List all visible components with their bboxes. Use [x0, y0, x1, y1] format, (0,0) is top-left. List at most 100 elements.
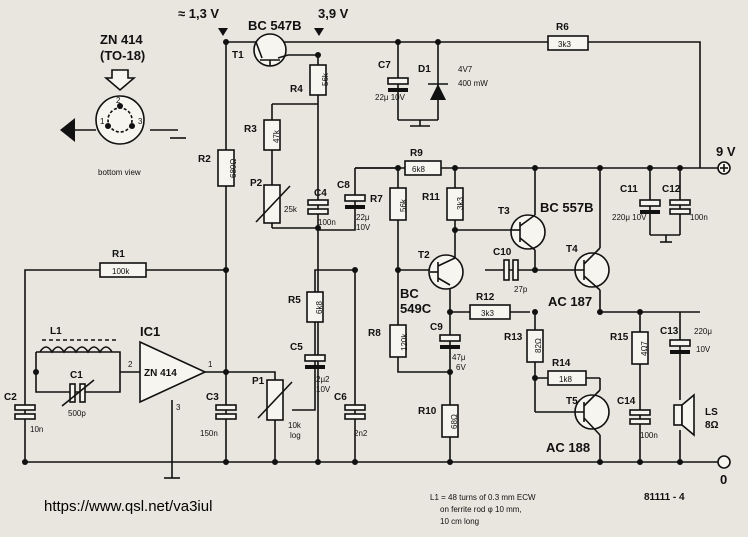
chip-name: ZN 414: [100, 32, 143, 47]
pin1-label: 1: [100, 117, 105, 126]
c5-label: C5: [290, 342, 303, 353]
d1-value: 4V7: [458, 65, 473, 74]
supply-voltage: 9 V: [716, 144, 736, 159]
r14-label: R14: [552, 358, 571, 369]
r4-label: R4: [290, 84, 303, 95]
junction-dots: [22, 39, 683, 465]
notes: L1 = 48 turns of 0.3 mm ECW on ferrite r…: [430, 492, 685, 526]
down-arrow-icon: [103, 69, 137, 92]
c2-label: C2: [4, 392, 17, 403]
chip-package: (TO-18): [100, 48, 145, 63]
c12-value: 100n: [690, 213, 708, 222]
r10-value: 68Ω: [450, 414, 459, 429]
zener-d1: D1 4V7 400 mW: [418, 64, 488, 100]
r3-value: 47k: [272, 129, 281, 143]
c14-label: C14: [617, 396, 636, 407]
coil-l1: L1: [39, 326, 116, 354]
r8-label: R8: [368, 328, 381, 339]
c1-value: 500p: [68, 409, 86, 418]
ic1-pin1: 1: [208, 360, 213, 369]
source-url: https://www.qsl.net/va3iul: [44, 498, 212, 515]
p2-value: 25k: [284, 205, 298, 214]
pin3-label: 3: [138, 117, 143, 126]
t2-type-2: 549C: [400, 301, 432, 316]
c14-value: 100n: [640, 431, 658, 440]
c4-value: 100n: [318, 218, 336, 227]
speaker-icon: [681, 393, 695, 437]
t3-type: BC 557B: [540, 200, 593, 215]
c3-label: C3: [206, 392, 219, 403]
c8-label: C8: [337, 180, 350, 191]
bottom-view-label: bottom view: [98, 168, 141, 177]
ground-symbols: [164, 120, 672, 479]
note-line-1: L1 = 48 turns of 0.3 mm ECW: [430, 493, 536, 502]
r12-label: R12: [476, 292, 495, 303]
r10-label: R10: [418, 406, 437, 417]
voltage-base: ≈ 1,3 V: [178, 6, 219, 21]
t5-type: AC 188: [546, 440, 590, 455]
t3-label: T3: [498, 206, 510, 217]
r11-label: R11: [422, 192, 440, 203]
ic1-pin3: 3: [176, 403, 181, 412]
voltage-emitter: 3,9 V: [318, 6, 349, 21]
c9-label: C9: [430, 322, 443, 333]
r6-value: 3k3: [558, 40, 571, 49]
ic1-label: IC1: [140, 324, 160, 339]
c8-voltage: 10V: [356, 223, 371, 232]
capacitors: C7 22μ 10V C4 100n C8 22μ 10V C2 10n C1 …: [4, 60, 712, 440]
c9-voltage: 6V: [456, 363, 466, 372]
transistor-t1: BC 547B T1: [232, 18, 301, 67]
c6-value: 2n2: [354, 429, 368, 438]
c8-value: 22μ: [356, 213, 370, 222]
p1-taper: log: [290, 431, 301, 440]
r15-value: 4Ω7: [640, 341, 649, 356]
r2-value: 680Ω: [229, 159, 238, 178]
r1-label: R1: [112, 249, 125, 260]
c12-label: C12: [662, 184, 681, 195]
t1-label: T1: [232, 50, 244, 61]
c1-label: C1: [70, 370, 83, 381]
ground-terminal: 0: [717, 455, 731, 487]
r5-value: 6k8: [315, 301, 324, 314]
p1-value: 10k: [288, 421, 302, 430]
c7-value: 22μ 10V: [375, 93, 406, 102]
r7-label: R7: [370, 194, 383, 205]
r13-label: R13: [504, 332, 523, 343]
c5-voltage: 10V: [316, 385, 331, 394]
arrow-icon: [314, 28, 324, 36]
r15-label: R15: [610, 332, 629, 343]
c2-value: 10n: [30, 425, 43, 434]
resistors: 56k R4 47k R3 P2 25k 680Ω R2 3k3 R6 100k…: [99, 22, 649, 440]
supply-terminal: 9 V: [716, 144, 736, 175]
t4-type: AC 187: [548, 294, 592, 309]
c3-value: 150n: [200, 429, 218, 438]
t2-type-1: BC: [400, 286, 419, 301]
c9-value: 47μ: [452, 353, 466, 362]
r9-value: 6k8: [412, 165, 425, 174]
c13-label: C13: [660, 326, 679, 337]
r11-value: 3k3: [456, 197, 465, 210]
arrow-icon: [218, 28, 228, 36]
ls-label: LS: [705, 407, 718, 418]
transistor-t5: T5 AC 188: [534, 389, 610, 455]
r2-label: R2: [198, 154, 211, 165]
left-arrow-icon: [60, 118, 75, 142]
c11-label: C11: [620, 184, 638, 195]
c13-value: 220μ: [694, 327, 712, 336]
transistor-t4: T4 AC 187: [548, 244, 610, 309]
r13-value: 82Ω: [534, 338, 543, 353]
l1-label: L1: [50, 326, 62, 337]
t1-type: BC 547B: [248, 18, 301, 33]
r8-value: 120k: [400, 333, 409, 351]
speaker-ls: LS 8Ω: [673, 393, 719, 437]
d1-label: D1: [418, 64, 431, 75]
ic1-body: ZN 414: [144, 368, 177, 379]
t4-label: T4: [566, 244, 578, 255]
c10-label: C10: [493, 247, 512, 258]
c7-label: C7: [378, 60, 391, 71]
r4-value: 56k: [321, 72, 330, 86]
c10-value: 27p: [514, 285, 528, 294]
c6-label: C6: [334, 392, 347, 403]
d1-power: 400 mW: [458, 79, 488, 88]
